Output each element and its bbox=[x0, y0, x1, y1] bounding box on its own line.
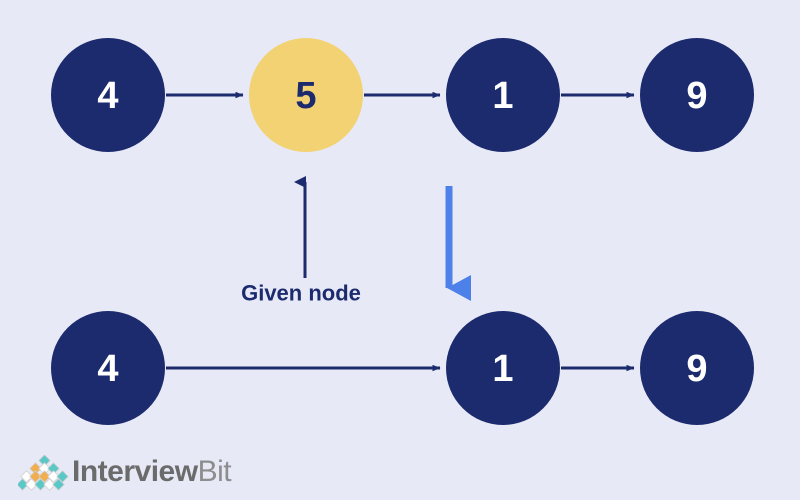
node-value: 1 bbox=[492, 75, 513, 117]
node-value: 5 bbox=[295, 75, 316, 117]
logo-diamond bbox=[56, 470, 69, 483]
bottom-row-nodes: 4 1 9 bbox=[51, 311, 754, 425]
node-top-9[interactable]: 9 bbox=[640, 38, 754, 152]
logo-diamond bbox=[18, 478, 29, 491]
node-circle bbox=[446, 311, 560, 425]
logo-diamond bbox=[38, 455, 51, 467]
brand-wordmark: InterviewBit bbox=[72, 455, 232, 489]
node-value: 4 bbox=[97, 348, 118, 390]
node-circle bbox=[51, 38, 165, 152]
logo-diamond bbox=[34, 478, 47, 491]
node-top-5-given[interactable]: 5 bbox=[249, 38, 363, 152]
logo-diamond bbox=[29, 462, 42, 475]
logo-diamond bbox=[52, 478, 65, 491]
node-circle bbox=[249, 38, 363, 152]
node-bottom-4[interactable]: 4 bbox=[51, 311, 165, 425]
node-top-4[interactable]: 4 bbox=[51, 38, 165, 152]
node-circle bbox=[446, 38, 560, 152]
top-row-nodes: 4 5 1 9 bbox=[51, 38, 754, 152]
logo-diamond bbox=[38, 470, 51, 483]
logo-diamond bbox=[47, 470, 60, 483]
node-value: 9 bbox=[686, 75, 707, 117]
logo-diamond bbox=[38, 462, 51, 475]
interviewbit-diamond-logo bbox=[18, 455, 69, 491]
node-circle bbox=[640, 38, 754, 152]
node-circle bbox=[51, 311, 165, 425]
node-value: 4 bbox=[97, 75, 118, 117]
logo-diamond bbox=[20, 470, 33, 483]
brand-name-light: Bit bbox=[197, 455, 232, 488]
node-circle bbox=[640, 311, 754, 425]
node-top-1[interactable]: 1 bbox=[446, 38, 560, 152]
logo-diamond bbox=[29, 470, 42, 483]
node-value: 1 bbox=[492, 348, 513, 390]
logo-diamond bbox=[47, 462, 60, 475]
brand-name-bold: Interview bbox=[72, 455, 198, 488]
node-bottom-9[interactable]: 9 bbox=[640, 311, 754, 425]
logo-diamond bbox=[25, 478, 38, 491]
node-value: 9 bbox=[686, 348, 707, 390]
node-bottom-1[interactable]: 1 bbox=[446, 311, 560, 425]
logo-diamond bbox=[43, 478, 56, 491]
given-node-caption: Given node bbox=[241, 281, 361, 306]
